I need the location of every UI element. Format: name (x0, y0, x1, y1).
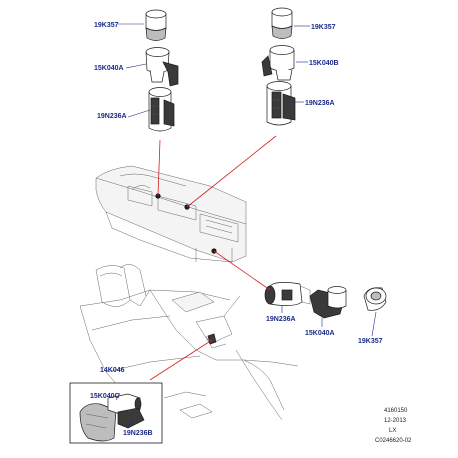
housing-top-left (148, 87, 175, 132)
socket-mid-right (309, 286, 347, 319)
reference-date: 12-2013 (384, 418, 407, 424)
kit-cover-plate (79, 403, 117, 442)
reference-code: C0246620-02 (375, 438, 412, 444)
socket-top-right (261, 45, 295, 81)
label-19N236A-top-right: 19N236A (305, 100, 335, 107)
label-15K040A-mid-right: 15K040A (305, 330, 335, 337)
label-19N236A-mid-right: 19N236A (266, 316, 296, 323)
callout-line-top-right (186, 135, 277, 208)
label-14K046-kit: 14K046 (100, 367, 125, 374)
label-leaders (115, 23, 377, 428)
label-15K040A-top-left: 15K040A (94, 65, 124, 72)
lighter-plug-mid-right (363, 287, 387, 311)
reference-number: 4160150 (384, 408, 408, 414)
callout-line-top-left (157, 139, 161, 197)
part-labels: 19K357 15K040A 19N236A 19K357 15K040B 19… (90, 22, 383, 437)
lighter-plug-top-left (145, 9, 167, 41)
kit-housing (117, 407, 145, 429)
kit-inset (69, 382, 163, 444)
reference-block: 4160150 12-2013 LX C0246620-02 (375, 408, 412, 444)
callout-line-kit (149, 339, 213, 381)
reference-model: LX (389, 428, 396, 434)
callout-lines (149, 135, 277, 381)
housing-mid-right (264, 282, 311, 306)
lighter-plug-top-right (271, 7, 293, 39)
housing-top-right (266, 81, 296, 126)
label-15K040B-top-right: 15K040B (309, 60, 339, 67)
socket-top-left (145, 47, 179, 87)
label-19K357-mid-right: 19K357 (358, 338, 383, 345)
centre-console (95, 165, 247, 263)
label-15K040C-kit: 15K040C (90, 393, 120, 400)
callout-line-mid-right (213, 250, 271, 291)
label-19N236B-kit: 19N236B (123, 430, 153, 437)
load-space-sketch (79, 264, 299, 421)
label-19K357-top-left: 19K357 (94, 22, 119, 29)
label-19K357-top-right: 19K357 (311, 24, 336, 31)
label-19N236A-top-left: 19N236A (97, 113, 127, 120)
